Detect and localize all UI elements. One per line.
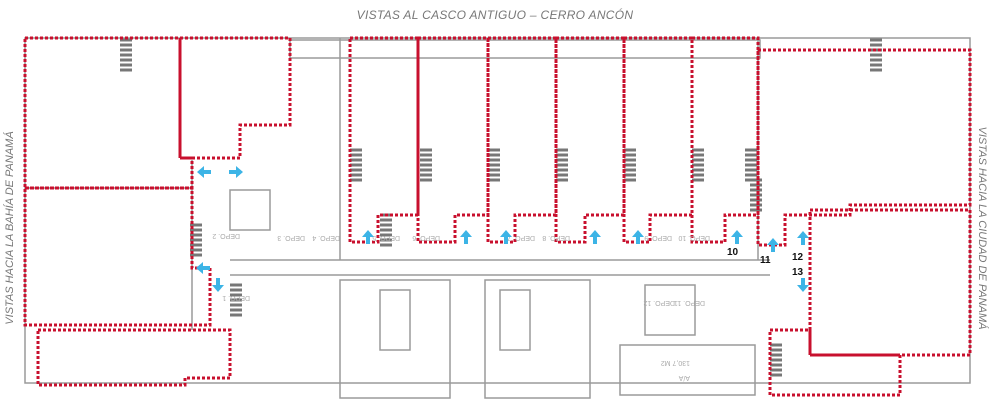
storage-labels: DEPO. 1 DEPO. 2 DEPO. 3 DEPO. 4 DEPO. 5 DEPO.…	[212, 232, 710, 306]
storage-label: DEPO. 9	[644, 234, 672, 241]
arrow-icon	[632, 230, 644, 244]
arrow-icon	[362, 230, 374, 244]
storage-label: DEPO. 11	[674, 299, 705, 306]
area-label: A/A	[678, 374, 690, 381]
storage-label: DEPO. 7	[507, 234, 535, 241]
arrow-icon	[196, 262, 210, 274]
arrow-icon	[460, 230, 472, 244]
storage-label: DEPO. 2	[212, 232, 240, 239]
arrow-icon	[500, 230, 512, 244]
storage-label: DEPO. 8	[542, 234, 570, 241]
walls	[24, 37, 971, 399]
marker-13: 13	[792, 267, 804, 278]
marker-10: 10	[727, 247, 739, 258]
storage-label: DEPO. 1	[222, 294, 250, 301]
arrow-icon	[212, 278, 224, 292]
storage-label: DEPO. 3	[277, 234, 305, 241]
unit-outlines	[23, 36, 972, 397]
storage-label: DEPO. 5	[372, 234, 400, 241]
arrow-icon	[797, 231, 809, 245]
storage-label: DEPO. 10	[678, 234, 710, 241]
arrow-icon	[589, 230, 601, 244]
arrow-icon	[731, 230, 743, 244]
marker-12: 12	[792, 252, 804, 263]
access-arrows	[196, 166, 809, 292]
storage-label: DEPO. 6	[412, 234, 440, 241]
marker-11: 11	[760, 255, 771, 266]
stairs	[120, 38, 882, 377]
storage-label: DEPO. 12	[643, 299, 675, 306]
area-value: 130,7 M2	[661, 359, 690, 366]
arrow-icon	[197, 166, 211, 178]
storage-label: DEPO. 4	[312, 234, 340, 241]
arrow-icon	[229, 166, 243, 178]
top-view-label: VISTAS AL CASCO ANTIGUO – CERRO ANCÓN	[356, 8, 634, 22]
arrow-icon	[797, 278, 809, 292]
arrow-icon	[767, 238, 779, 252]
